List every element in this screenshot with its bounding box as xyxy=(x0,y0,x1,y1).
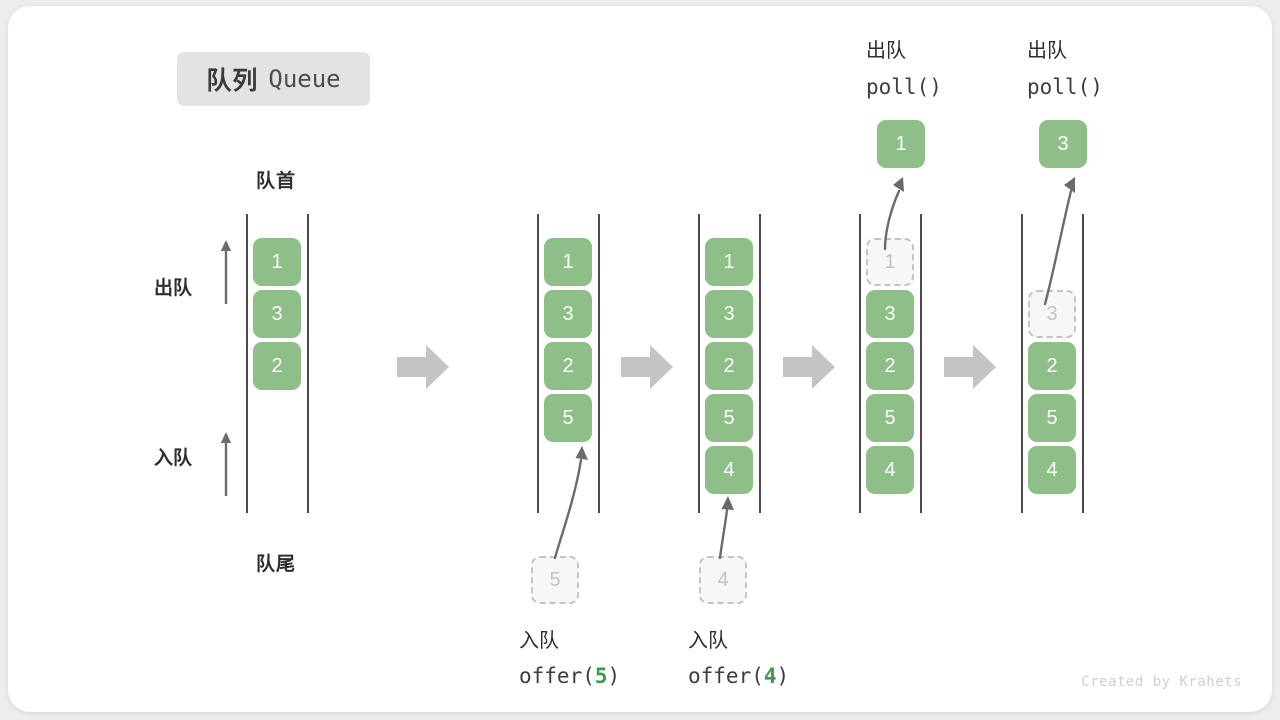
step-arrow-icon xyxy=(783,345,835,389)
caption-poll-1: 出队 poll() xyxy=(866,33,942,105)
queue-element: 3 xyxy=(544,290,592,338)
queue-column-poll-1: 1 3 2 5 4 xyxy=(859,6,922,712)
diagram-card: 队列 Queue 队首 队尾 出队 入队 1 3 2 1 3 2 5 5 xyxy=(8,6,1272,712)
caption-poll-3: 出队 poll() xyxy=(1027,33,1103,105)
caption-code: offer(5) xyxy=(519,664,621,688)
dequeue-up-arrow-icon xyxy=(220,240,232,304)
rail-right xyxy=(598,214,600,513)
queue-element: 1 xyxy=(253,238,301,286)
queue-element: 2 xyxy=(1028,342,1076,390)
caption-code: offer(4) xyxy=(688,664,790,688)
queue-element: 2 xyxy=(705,342,753,390)
step-arrow-icon xyxy=(621,345,673,389)
caption-cn: 入队 xyxy=(519,630,559,652)
queue-element-new: 4 xyxy=(705,446,753,494)
rail-left xyxy=(859,214,861,513)
queue-element: 2 xyxy=(544,342,592,390)
title-badge: 队列 Queue xyxy=(177,52,370,106)
popped-element: 1 xyxy=(877,120,925,168)
queue-element: 2 xyxy=(866,342,914,390)
rail-right xyxy=(920,214,922,513)
queue-head-label: 队首 xyxy=(255,171,296,192)
enqueue-up-arrow-icon xyxy=(220,432,232,496)
queue-element: 1 xyxy=(544,238,592,286)
queue-column-initial: 1 3 2 xyxy=(246,6,309,712)
enqueue-side-label: 入队 xyxy=(154,448,193,469)
caption-code: poll() xyxy=(1027,75,1103,99)
queue-column-offer-5: 1 3 2 5 xyxy=(537,6,600,712)
queue-element-new: 5 xyxy=(544,394,592,442)
queue-tail-label: 队尾 xyxy=(255,554,296,575)
caption-offer-4: 入队 offer(4) xyxy=(688,624,789,694)
queue-element: 1 xyxy=(705,238,753,286)
popped-element: 3 xyxy=(1039,120,1087,168)
caption-code: poll() xyxy=(866,75,942,99)
queue-element: 3 xyxy=(253,290,301,338)
caption-cn: 入队 xyxy=(688,630,728,652)
rail-left xyxy=(246,214,248,513)
rail-left xyxy=(537,214,539,513)
caption-offer-5: 入队 offer(5) xyxy=(519,624,620,694)
dequeue-side-label: 出队 xyxy=(154,278,193,299)
rail-left xyxy=(1021,214,1023,513)
queue-element: 2 xyxy=(253,342,301,390)
queue-element: 4 xyxy=(1028,446,1076,494)
rail-right xyxy=(307,214,309,513)
queue-element: 3 xyxy=(866,290,914,338)
step-arrow-icon xyxy=(944,345,996,389)
rail-left xyxy=(698,214,700,513)
step-arrow-icon xyxy=(397,345,449,389)
queue-element: 5 xyxy=(866,394,914,442)
queue-column-offer-4: 1 3 2 5 4 xyxy=(698,6,761,712)
incoming-ghost-element: 5 xyxy=(531,556,579,604)
caption-cn: 出队 xyxy=(1027,40,1067,62)
queue-element: 5 xyxy=(1028,394,1076,442)
caption-cn: 出队 xyxy=(866,40,906,62)
rail-right xyxy=(759,214,761,513)
queue-element: 5 xyxy=(705,394,753,442)
queue-element-removed: 3 xyxy=(1028,290,1076,338)
title-cn: 队列 xyxy=(206,67,259,95)
watermark: Created by Krahets xyxy=(1081,674,1242,690)
queue-element: 3 xyxy=(705,290,753,338)
rail-right xyxy=(1082,214,1084,513)
queue-element-removed: 1 xyxy=(866,238,914,286)
queue-element: 4 xyxy=(866,446,914,494)
incoming-ghost-element: 4 xyxy=(699,556,747,604)
title-en: Queue xyxy=(268,65,341,93)
queue-column-poll-3: 3 2 5 4 xyxy=(1021,6,1084,712)
